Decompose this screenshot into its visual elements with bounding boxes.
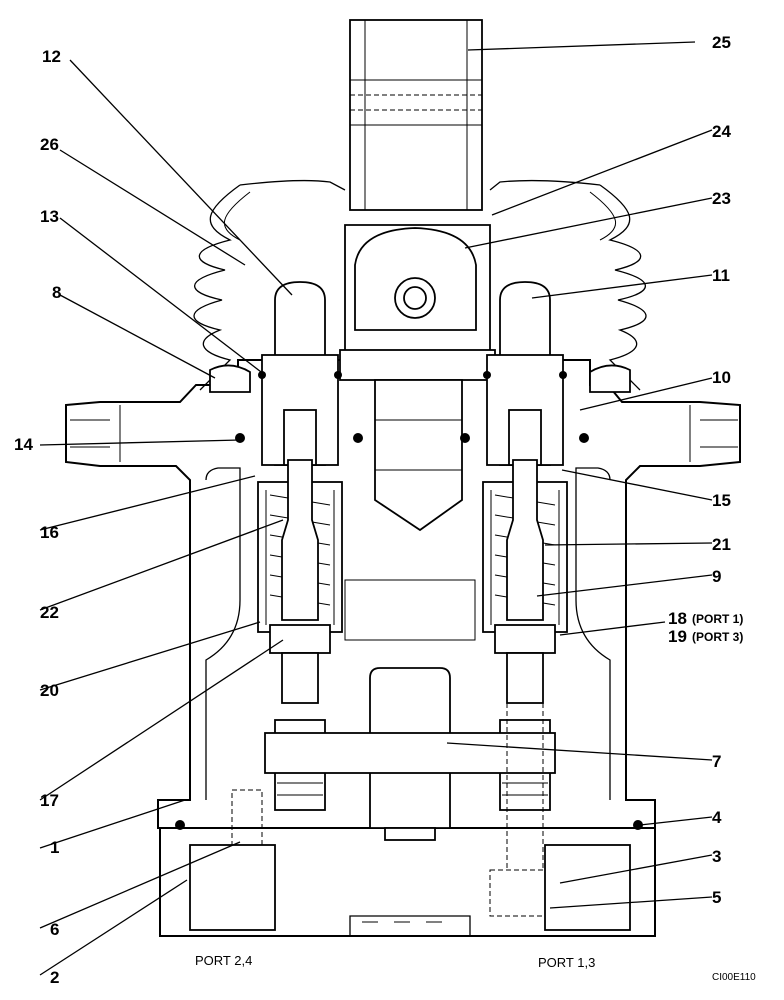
callout-24: 24 bbox=[712, 122, 731, 141]
port-label-right: PORT 1,3 bbox=[538, 955, 595, 970]
callout-10: 10 bbox=[712, 368, 731, 387]
valve-housing bbox=[65, 359, 741, 937]
callout-26: 26 bbox=[40, 135, 59, 154]
callout-15: 15 bbox=[712, 491, 731, 510]
callout-12: 12 bbox=[42, 47, 61, 66]
callout-4: 4 bbox=[712, 808, 722, 827]
callout-17: 17 bbox=[40, 791, 59, 810]
callout-8: 8 bbox=[52, 283, 61, 302]
rubber-boot bbox=[193, 179, 647, 393]
port-fittings bbox=[175, 655, 643, 931]
callout-6: 6 bbox=[50, 920, 59, 939]
spindle-assembly bbox=[339, 19, 496, 532]
callout-23: 23 bbox=[712, 189, 731, 208]
callout-20: 20 bbox=[40, 681, 59, 700]
callout-18-port: (PORT 1) bbox=[692, 612, 743, 626]
callout-16: 16 bbox=[40, 523, 59, 542]
callout-1: 1 bbox=[50, 838, 59, 857]
drawing-code: CI00E110 bbox=[712, 972, 756, 983]
callout-22: 22 bbox=[40, 603, 59, 622]
callout-19-port: (PORT 3) bbox=[692, 630, 743, 644]
left-spool-assembly bbox=[235, 281, 363, 811]
leader-lines bbox=[39, 41, 713, 976]
callout-25: 25 bbox=[712, 33, 731, 52]
callout-14: 14 bbox=[14, 435, 33, 454]
port-label-left: PORT 2,4 bbox=[195, 953, 252, 968]
callout-21: 21 bbox=[712, 535, 731, 554]
callout-3: 3 bbox=[712, 847, 721, 866]
callout-7: 7 bbox=[712, 752, 721, 771]
callout-13: 13 bbox=[40, 207, 59, 226]
callout-9: 9 bbox=[712, 567, 721, 586]
callout-19: 19 bbox=[668, 627, 687, 646]
callout-11: 11 bbox=[712, 266, 730, 285]
callout-18: 18 bbox=[668, 609, 687, 628]
callout-5: 5 bbox=[712, 888, 721, 907]
callout-2: 2 bbox=[50, 968, 59, 987]
callout-labels: 25 12 24 26 23 13 11 8 10 14 15 16 21 22… bbox=[14, 33, 743, 987]
